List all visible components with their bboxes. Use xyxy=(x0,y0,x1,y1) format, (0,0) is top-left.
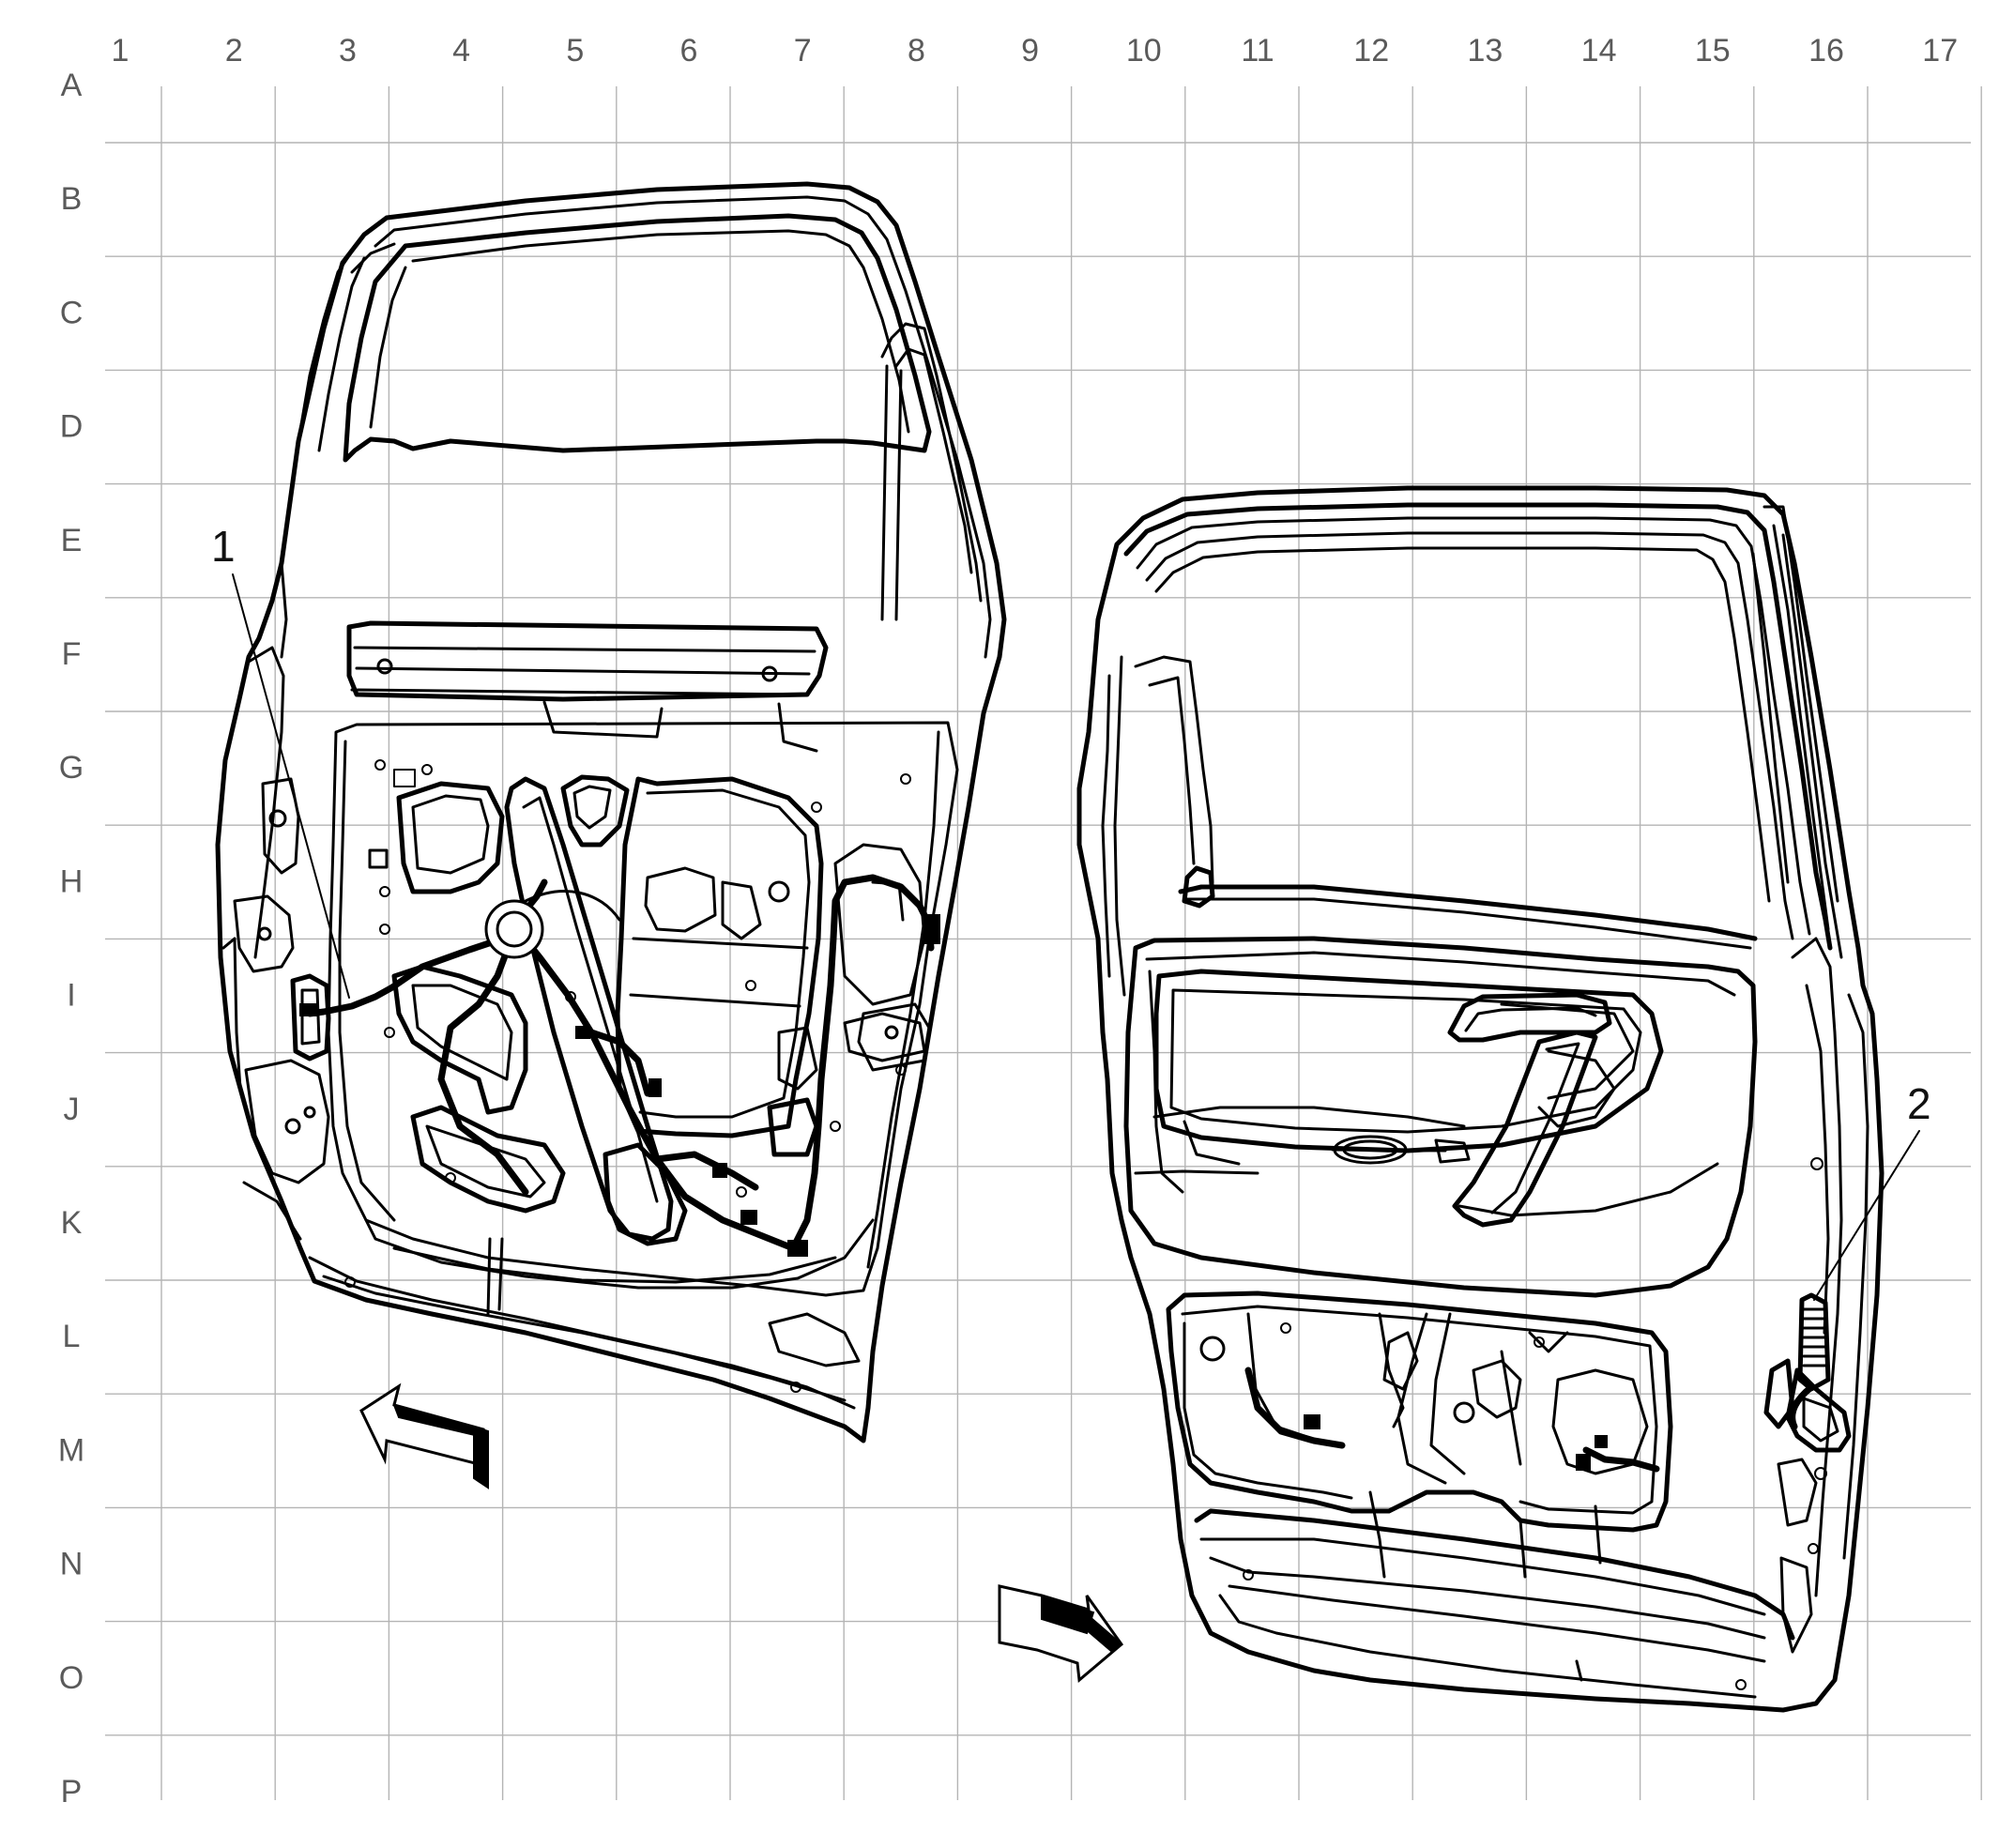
row-label: M xyxy=(58,1432,84,1468)
row-label: A xyxy=(61,68,83,103)
row-label: D xyxy=(60,409,84,445)
column-label: 1 xyxy=(112,33,130,69)
row-label: J xyxy=(64,1092,80,1127)
row-label: B xyxy=(61,181,83,217)
row-label: N xyxy=(60,1547,84,1582)
row-label: E xyxy=(61,523,83,558)
column-label: 9 xyxy=(1021,33,1039,69)
column-label: 7 xyxy=(794,33,812,69)
column-label: 16 xyxy=(1808,33,1844,69)
front-arrow-right xyxy=(998,1584,1124,1683)
row-labels: A B C D E F G H I J K L M N O P xyxy=(58,68,84,1810)
row-label: F xyxy=(62,636,82,672)
row-label: P xyxy=(61,1774,83,1810)
column-label: 14 xyxy=(1581,33,1617,69)
column-label: 12 xyxy=(1353,33,1389,69)
front-arrow-left xyxy=(359,1382,489,1489)
row-label: O xyxy=(59,1660,84,1696)
callout-1-label: 1 xyxy=(211,522,236,571)
column-label: 8 xyxy=(908,33,925,69)
row-label: K xyxy=(61,1205,83,1241)
front-door-inner-panel xyxy=(215,181,1007,1443)
column-label: 15 xyxy=(1695,33,1731,69)
callout-2-label: 2 xyxy=(1907,1079,1931,1128)
row-label: G xyxy=(59,750,84,786)
column-label: 5 xyxy=(566,33,584,69)
locator-grid xyxy=(105,86,1982,1800)
row-label: H xyxy=(60,863,84,899)
front-door-trim-panel xyxy=(1076,485,1920,1713)
row-label: I xyxy=(67,978,75,1014)
column-label: 2 xyxy=(225,33,243,69)
column-label: 6 xyxy=(680,33,698,69)
column-label: 13 xyxy=(1467,33,1503,69)
column-label: 10 xyxy=(1126,33,1162,69)
row-label: C xyxy=(60,295,84,330)
column-label: 4 xyxy=(452,33,470,69)
column-label: 17 xyxy=(1922,33,1958,69)
column-label: 3 xyxy=(339,33,357,69)
column-label: 11 xyxy=(1241,33,1274,69)
row-label: L xyxy=(63,1319,81,1354)
